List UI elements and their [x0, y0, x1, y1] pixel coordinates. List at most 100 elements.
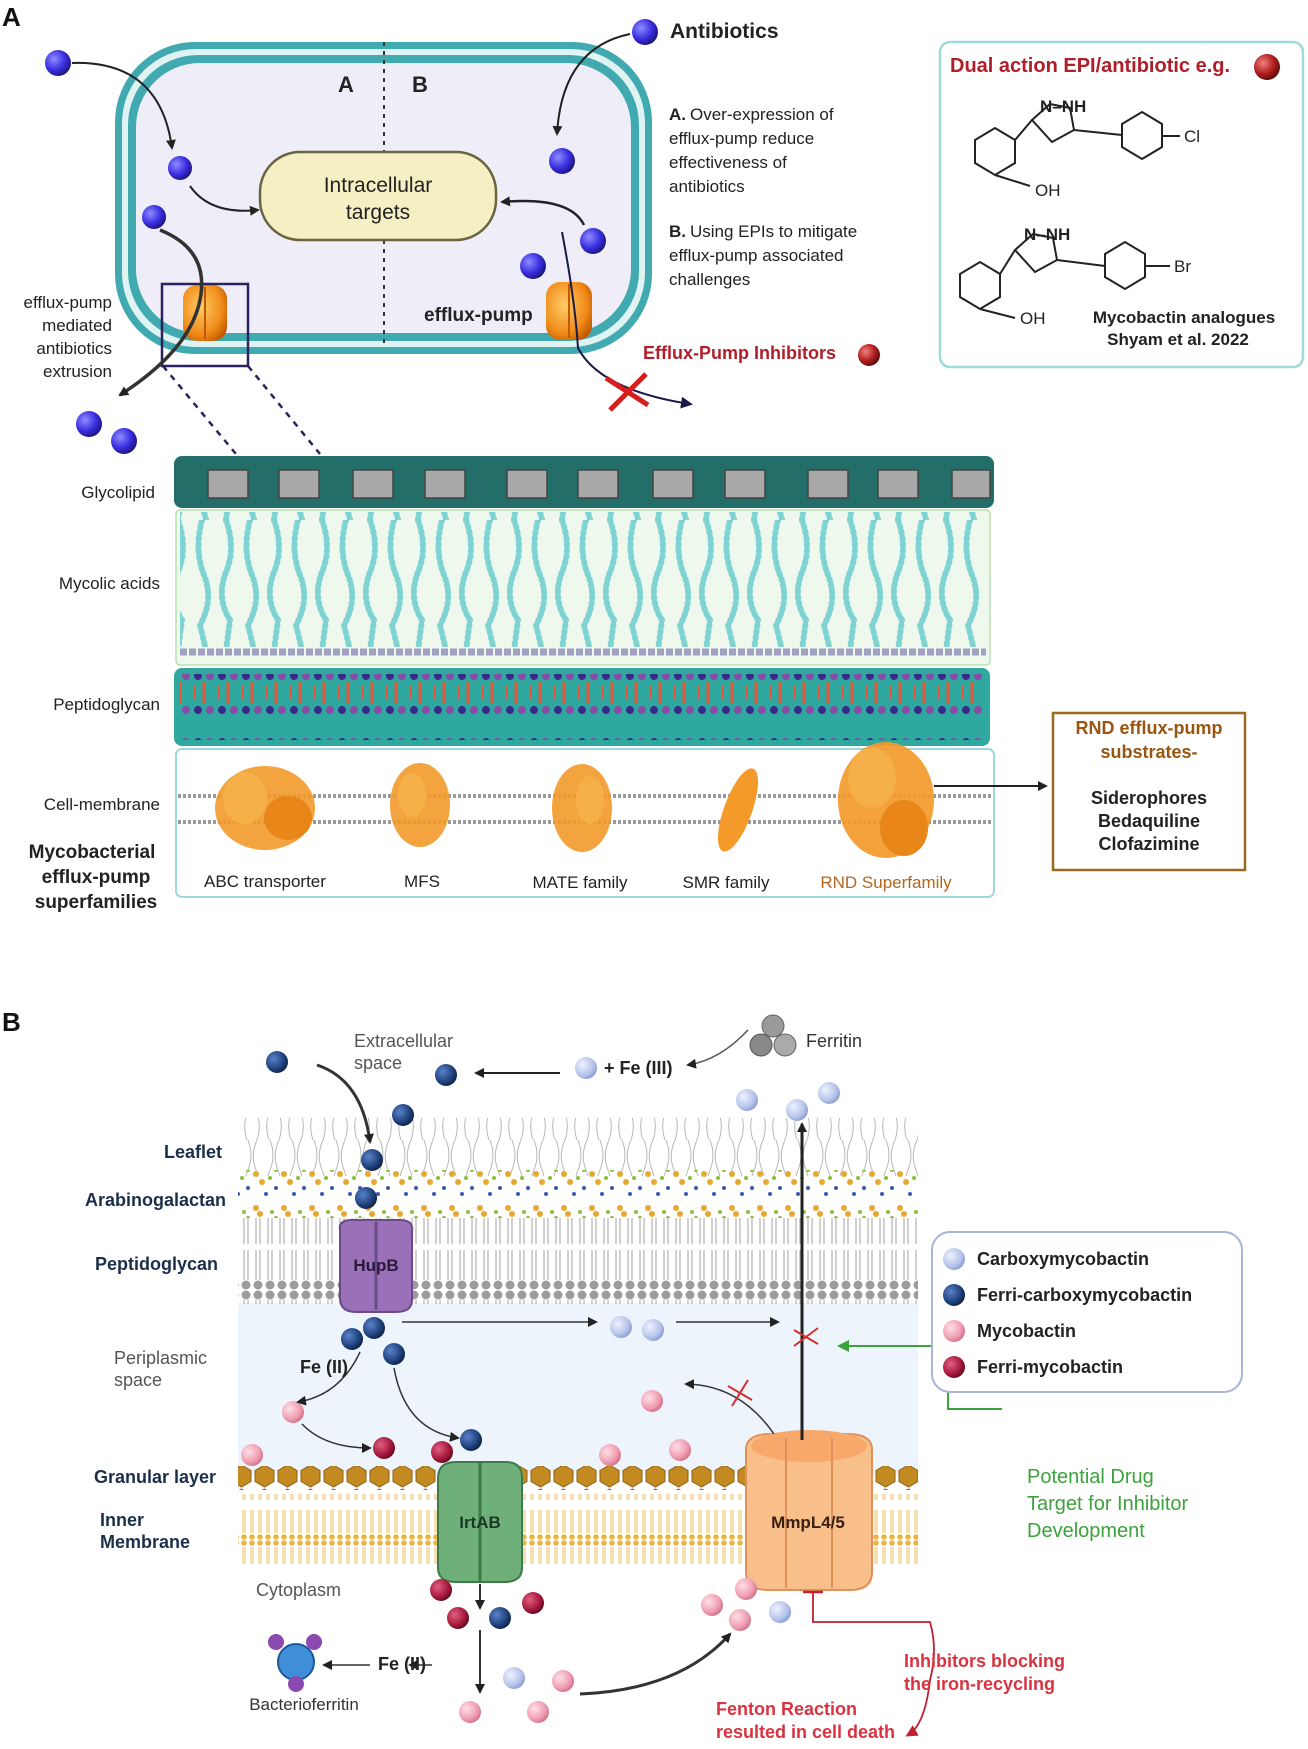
layer-arabinogalactan: Arabinogalactan: [85, 1190, 226, 1210]
explain-b-line1: Using EPIs to mitigate: [690, 222, 857, 241]
superfamily-title-line1: Mycobacterial: [29, 842, 156, 863]
explain-b-line3: challenges: [669, 270, 750, 289]
legend-swatch-mycobactin: [943, 1320, 965, 1342]
bacterioferritin-label: Bacterioferritin: [249, 1695, 359, 1714]
rnd-box-title-line1: RND efflux-pump: [1076, 718, 1223, 738]
legend-swatch-ferri-carboxymycobactin: [943, 1284, 965, 1306]
leaflet-layer: [238, 1118, 918, 1176]
epi-marker-icon: [858, 344, 880, 366]
blocked-cross-b1-icon: [793, 1327, 819, 1347]
fenton-line2: resulted in cell death: [716, 1722, 895, 1742]
irtab-label: IrtAB: [459, 1513, 501, 1532]
molecule-2-nnh: N–NH: [1024, 225, 1070, 244]
hupb-transporter-icon: [338, 1219, 414, 1313]
section-b-label: B: [412, 72, 428, 97]
family-mate: MATE family: [532, 873, 628, 892]
drug-target-line1: Potential Drug: [1027, 1466, 1154, 1488]
fe2-label-b: Fe (II): [378, 1654, 426, 1674]
section-a-label: A: [338, 72, 354, 97]
panel-b-arrows: [296, 1029, 1002, 1737]
inhibitors-line1: Inhibitors blocking: [904, 1651, 1065, 1671]
explain-a-line4: antibiotics: [669, 177, 745, 196]
explain-a-line2: efflux-pump reduce: [669, 129, 814, 148]
targets-line1: Intracellular: [324, 174, 433, 197]
intracellular-targets-box: [258, 150, 498, 242]
panel-b-letter: B: [2, 1007, 21, 1037]
molecule-1-nnh: N–NH: [1040, 97, 1086, 116]
zoom-lines: [162, 365, 321, 455]
blocked-cross-icon: [604, 372, 650, 412]
blocked-cross-b2-icon: [727, 1379, 753, 1407]
layer-peptidoglycan: Peptidoglycan: [53, 695, 160, 714]
extrusion-line2: mediated: [42, 316, 112, 335]
legend-label-ferri-mycobactin: Ferri-mycobactin: [977, 1357, 1123, 1377]
inner-membrane-line1: Inner: [100, 1510, 144, 1530]
bacterioferritin-icon: [268, 1634, 322, 1692]
rnd-substrates-box: [1051, 711, 1247, 872]
periplasmic-line2: space: [114, 1370, 162, 1390]
glycolipid-layer: [174, 456, 994, 508]
family-mfs: MFS: [404, 872, 440, 891]
rnd-box-title-line2: substrates-: [1100, 742, 1197, 762]
superfamily-title-line2: efflux-pump: [42, 867, 151, 888]
hupb-label: HupB: [353, 1256, 398, 1275]
layer-mycolic-acids: Mycolic acids: [59, 574, 160, 593]
inner-membrane-line2: Membrane: [100, 1532, 190, 1552]
layer-cell-membrane: Cell-membrane: [44, 795, 160, 814]
irtab-transporter-icon: [437, 1461, 523, 1583]
arabinogalactan-layer: [238, 1170, 918, 1218]
molecule-2-structure: [959, 232, 1170, 319]
extracellular-line1: Extracellular: [354, 1031, 453, 1051]
rnd-item-3: Clofazimine: [1098, 834, 1199, 854]
explain-a-line1: Over-expression of: [690, 105, 834, 124]
explain-b-line2: efflux-pump associated: [669, 246, 844, 265]
layer-glycolipid: Glycolipid: [81, 483, 155, 502]
zoom-box: [160, 282, 250, 368]
extrusion-line3: antibiotics: [36, 339, 112, 358]
cytoplasm-label: Cytoplasm: [256, 1580, 341, 1600]
drug-target-line3: Development: [1027, 1520, 1145, 1542]
molecule-1-oh: OH: [1035, 181, 1061, 200]
smr-family-icon: [718, 768, 758, 852]
extrusion-line1: efflux-pump: [23, 293, 112, 312]
abc-transporter-icon: [215, 766, 315, 850]
legend-swatch-ferri-mycobactin: [943, 1356, 965, 1378]
epi-caption-line2: Shyam et al. 2022: [1107, 330, 1249, 349]
mfs-icon: [390, 763, 450, 847]
legend-label-mycobactin: Mycobactin: [977, 1321, 1076, 1341]
molecule-1-structure: [974, 102, 1180, 187]
layer-peptidoglycan-b: Peptidoglycan: [95, 1254, 218, 1274]
layer-leaflet: Leaflet: [164, 1142, 222, 1162]
mycolic-acid-layer: [175, 509, 991, 666]
explain-a-line3: effectiveness of: [669, 153, 787, 172]
family-smr: SMR family: [683, 873, 770, 892]
siderophore-molecules: [241, 1051, 840, 1723]
rnd-item-2: Bedaquiline: [1098, 811, 1200, 831]
periplasmic-line1: Periplasmic: [114, 1348, 207, 1368]
rnd-superfamily-icon: [838, 742, 934, 858]
fenton-line1: Fenton Reaction: [716, 1699, 857, 1719]
epi-box-title: Dual action EPI/antibiotic e.g.: [950, 55, 1230, 77]
rnd-item-1: Siderophores: [1091, 788, 1207, 808]
antibiotics-label: Antibiotics: [670, 20, 779, 43]
family-rnd: RND Superfamily: [820, 873, 952, 892]
epi-box-marker-icon: [1254, 54, 1280, 80]
legend-label-ferri-carboxymycobactin: Ferri-carboxymycobactin: [977, 1285, 1192, 1305]
molecule-2-halogen: Br: [1174, 257, 1191, 276]
fe3-label: + Fe (III): [604, 1058, 673, 1078]
extrusion-line4: extrusion: [43, 362, 112, 381]
inhibitors-line2: the iron-recycling: [904, 1674, 1055, 1694]
panel-a-arrows: [71, 33, 693, 409]
epi-box: [938, 40, 1305, 369]
molecule-1-halogen: Cl: [1184, 127, 1200, 146]
epi-caption-line1: Mycobactin analogues: [1093, 308, 1275, 327]
targets-line2: targets: [346, 201, 410, 224]
efflux-pump-right-icon: [546, 282, 592, 340]
peptidoglycan-layer: [174, 668, 990, 746]
ferritin-label: Ferritin: [806, 1031, 862, 1051]
drug-target-line2: Target for Inhibitor: [1027, 1493, 1189, 1515]
explain-a-prefix: A.: [669, 105, 686, 124]
epi-label: Efflux-Pump Inhibitors: [643, 343, 836, 363]
